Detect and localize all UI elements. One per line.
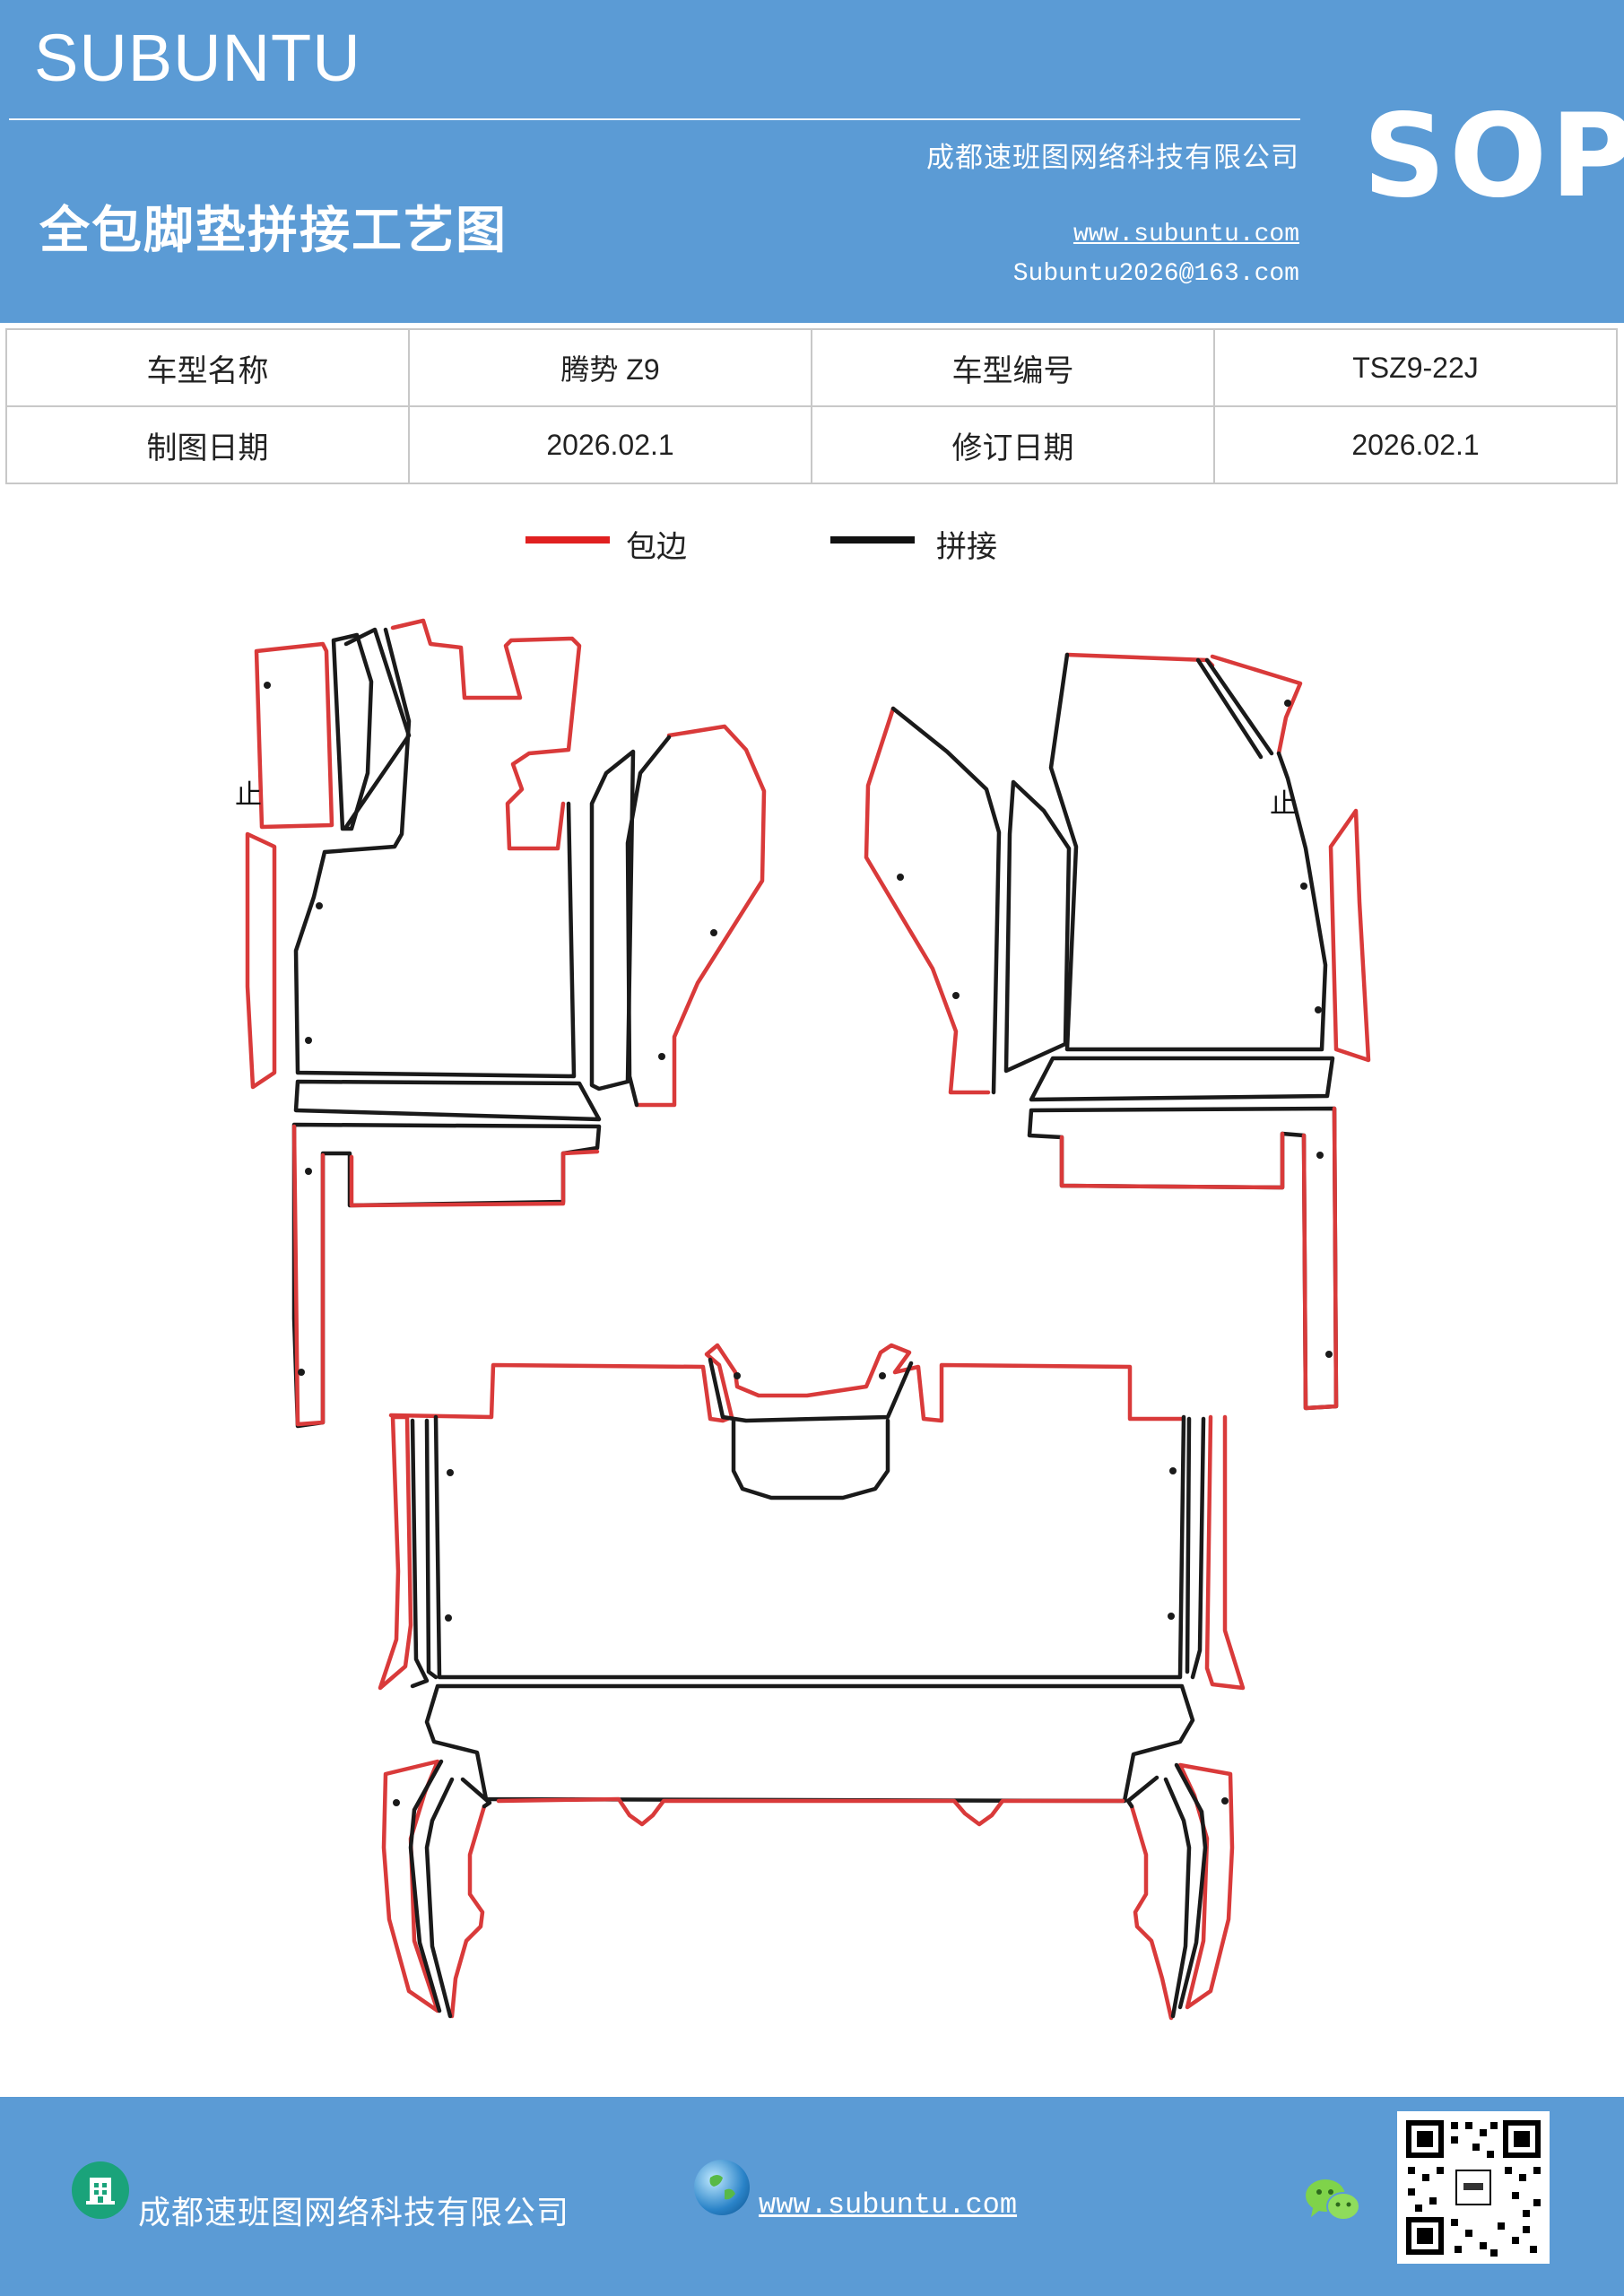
fl-tunnel-strip-red: [634, 724, 767, 1108]
rear-left-foot-seam: [408, 1759, 492, 2019]
header-company-name: 成都速班图网络科技有限公司: [926, 142, 1299, 174]
wechat-icon: [1302, 2174, 1365, 2228]
fr-main-red: [1064, 652, 1303, 756]
fr-left-panel-red: [864, 706, 991, 1095]
rear-center-cut: [708, 1357, 914, 1500]
front-left-mat-group: [245, 618, 767, 1429]
stop-mark-right: 止: [1270, 788, 1297, 820]
building-icon: [72, 2161, 129, 2219]
front-right-mat-group: [864, 652, 1371, 1411]
footer-company-name: 成都速班图网络科技有限公司: [138, 2195, 570, 2231]
table-cell-value: 腾势 Z9: [408, 328, 812, 407]
rear-right-foot-red: [1129, 1762, 1235, 2021]
fl-main-mat-red: [390, 618, 582, 851]
legend-swatch-edge: [525, 536, 610, 544]
qr-code[interactable]: [1397, 2111, 1550, 2264]
fr-left-panel-seam: [890, 706, 1002, 1095]
header-email: Subuntu2026@163.com: [1012, 260, 1299, 288]
diagram-dots: [264, 682, 1333, 1806]
header-divider: [9, 118, 1300, 120]
fl-seam-strip-1: [331, 632, 374, 831]
rear-right-seam: [1185, 1416, 1206, 1680]
fl-lower-edge: [291, 1124, 600, 1427]
table-cell-label: 制图日期: [5, 405, 410, 484]
fr-strip: [1003, 779, 1072, 1074]
legend-swatch-seam: [830, 536, 915, 544]
fl-main-mat-seam: [293, 627, 577, 1079]
fr-main-seam: [1048, 652, 1328, 1052]
rear-mat-group: [378, 1343, 1246, 2021]
table-cell-value: 2026.02.1: [408, 405, 812, 484]
header-banner: SUBUNTU 成都速班图网络科技有限公司 全包脚垫拼接工艺图 www.subu…: [0, 0, 1624, 323]
legend: 包边 拼接: [0, 522, 1624, 576]
table-cell-label: 修订日期: [811, 405, 1215, 484]
table-cell-label: 车型编号: [811, 328, 1215, 407]
table-cell-label: 车型名称: [5, 328, 410, 407]
rear-left-strip: [378, 1414, 413, 1691]
fl-side-strip: [245, 831, 277, 1090]
fl-inner-strip: [589, 749, 636, 1091]
table-row: 车型名称 腾势 Z9 车型编号 TSZ9-22J: [5, 328, 1618, 407]
fr-sill-bar: [1029, 1056, 1335, 1102]
fl-lower-bar: [291, 1122, 602, 1429]
brand-logo-text: SUBUNTU: [34, 21, 361, 95]
stop-mark-left: 止: [235, 779, 262, 811]
rear-sill-edge: [496, 1796, 1125, 1827]
fr-lower-bar: [1027, 1106, 1339, 1411]
rear-left-foot-red: [381, 1759, 487, 2019]
rear-bar: [424, 1683, 1195, 1804]
fl-seam-strip-2: [343, 627, 412, 830]
vehicle-info-table: 车型名称 腾势 Z9 车型编号 TSZ9-22J 制图日期 2026.02.1 …: [5, 328, 1618, 484]
header-website-link[interactable]: www.subuntu.com: [1073, 221, 1299, 248]
fl-sill-bar: [293, 1079, 602, 1122]
globe-icon: [694, 2160, 750, 2215]
table-row: 制图日期 2026.02.1 修订日期 2026.02.1: [5, 405, 1618, 484]
legend-label-edge: 包边: [626, 529, 687, 565]
rear-right-strip: [1204, 1414, 1246, 1691]
rear-right-foot-seam: [1125, 1762, 1208, 2019]
page-title: 全包脚垫拼接工艺图: [39, 202, 508, 260]
fr-lower-edge: [1059, 1106, 1339, 1411]
sop-badge: SOP: [1363, 90, 1624, 223]
legend-label-seam: 拼接: [936, 529, 997, 565]
table-cell-value: 2026.02.1: [1213, 405, 1618, 484]
table-cell-value: TSZ9-22J: [1213, 328, 1618, 407]
footer-banner: 成都速班图网络科技有限公司 www.subuntu.com: [0, 2097, 1624, 2296]
rear-main-edge: [388, 1343, 1185, 1423]
fl-small-panel: [254, 641, 334, 830]
rear-left-seam: [410, 1418, 439, 1689]
footer-website-link[interactable]: www.subuntu.com: [759, 2188, 1018, 2222]
fr-side-strip: [1328, 808, 1371, 1063]
rear-main-seam: [433, 1414, 1186, 1680]
fl-tunnel-strip-seam: [625, 735, 672, 1108]
